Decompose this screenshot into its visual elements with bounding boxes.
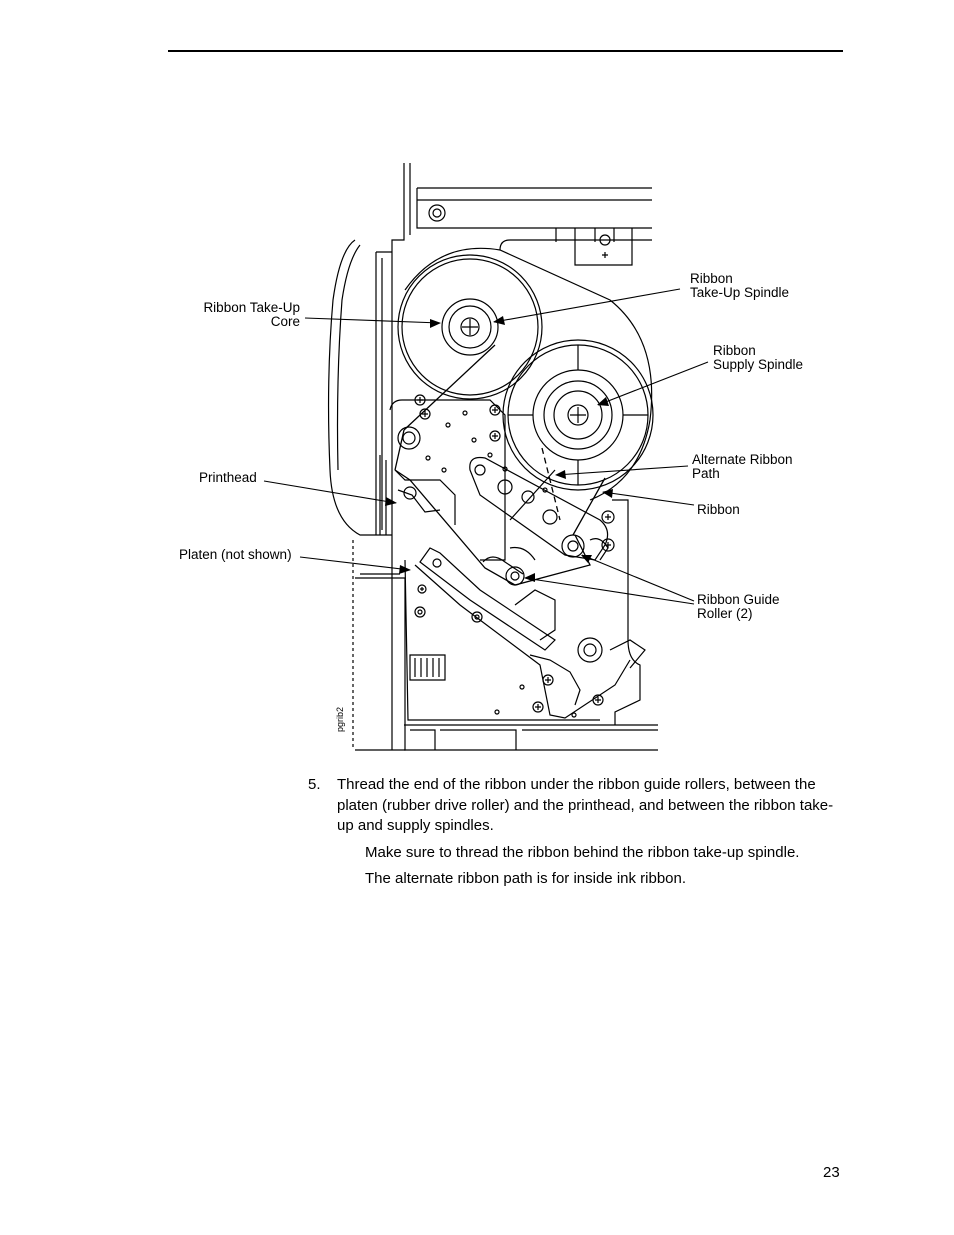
note-alternate-path: The alternate ribbon path is for inside … xyxy=(365,870,687,887)
platen-assembly xyxy=(409,204,646,719)
label-ribbon-guide-roller: Ribbon Guide Roller (2) xyxy=(697,592,780,621)
ribbon-path-diagram xyxy=(263,163,709,751)
header-rule xyxy=(168,50,843,52)
printhead-assembly xyxy=(389,394,506,561)
ribbon-belt xyxy=(404,247,653,501)
ribbon-supply-spindle xyxy=(502,339,654,491)
label-printhead: Printhead xyxy=(199,470,257,485)
ribbon-takeup-core xyxy=(397,254,543,400)
printer-housing xyxy=(327,163,658,751)
callout-arrowheads xyxy=(385,316,613,582)
figure-id: pgrib2 xyxy=(335,706,345,732)
label-ribbon-takeup-spindle: Ribbon Take-Up Spindle xyxy=(690,271,790,300)
label-ribbon-takeup-core: Ribbon Take-Up Core xyxy=(203,300,300,329)
step-number: 5. xyxy=(308,776,321,793)
note-thread-behind: Make sure to thread the ribbon behind th… xyxy=(365,844,800,861)
step-text: Thread the end of the ribbon under the r… xyxy=(337,776,834,834)
label-ribbon-supply-spindle: Ribbon Supply Spindle xyxy=(713,343,804,372)
page-number: 23 xyxy=(823,1164,840,1181)
ribbon-guide-arm xyxy=(469,456,615,561)
callout-leaders xyxy=(263,288,709,605)
label-ribbon: Ribbon xyxy=(697,502,740,517)
label-alternate-ribbon-path: Alternate Ribbon Path xyxy=(692,452,793,481)
label-platen: Platen (not shown) xyxy=(179,547,292,562)
